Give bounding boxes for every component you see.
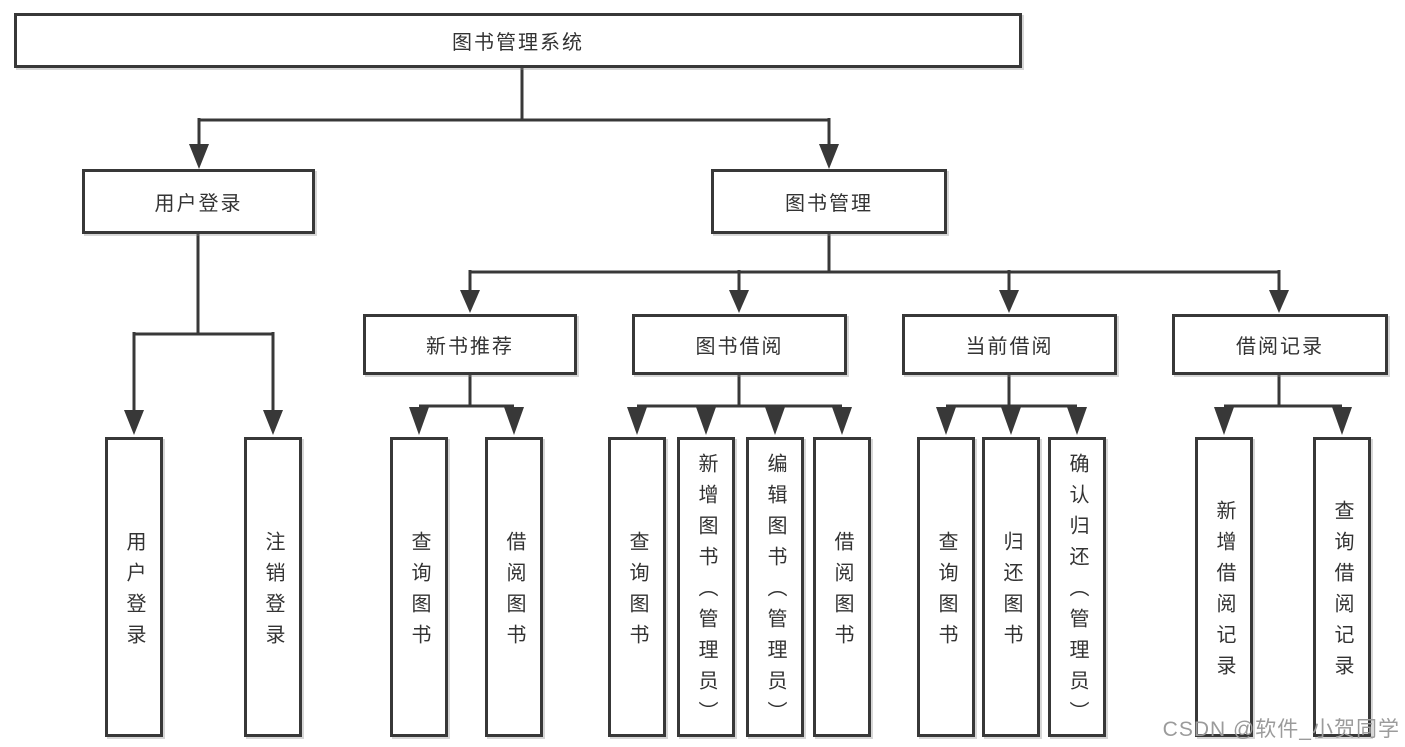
leaf-edit-book-admin: 编辑图书（管理员） <box>746 437 804 737</box>
leaf-query-books-current: 查询图书 <box>917 437 975 737</box>
leaf-borrow-books-recommend: 借阅图书 <box>485 437 543 737</box>
node-new-book-recommendation: 新书推荐 <box>363 314 577 375</box>
leaf-return-books: 归还图书 <box>982 437 1040 737</box>
node-current-borrowing: 当前借阅 <box>902 314 1117 375</box>
node-root-book-management-system: 图书管理系统 <box>14 13 1022 68</box>
leaf-label: 查询图书 <box>626 530 648 655</box>
leaf-label: 注销登录 <box>262 530 284 655</box>
leaf-label: 用户登录 <box>123 530 145 655</box>
leaf-label: 借阅图书 <box>503 530 525 655</box>
leaf-label: 新增借阅记录 <box>1213 499 1235 686</box>
leaf-label: 编辑图书（管理员） <box>764 453 786 732</box>
leaf-label: 确认归还（管理员） <box>1066 453 1088 732</box>
leaf-label: 新增图书（管理员） <box>695 453 717 732</box>
leaf-query-books-recommend: 查询图书 <box>390 437 448 737</box>
leaf-add-book-admin: 新增图书（管理员） <box>677 437 735 737</box>
node-book-borrowing: 图书借阅 <box>632 314 847 375</box>
node-book-management: 图书管理 <box>711 169 947 234</box>
leaf-label: 查询借阅记录 <box>1331 499 1353 686</box>
node-borrowing-records: 借阅记录 <box>1172 314 1388 375</box>
leaf-user-login: 用户登录 <box>105 437 163 737</box>
leaf-label: 查询图书 <box>935 530 957 655</box>
leaf-logout: 注销登录 <box>244 437 302 737</box>
leaf-add-borrow-record: 新增借阅记录 <box>1195 437 1253 737</box>
leaf-label: 借阅图书 <box>831 530 853 655</box>
leaf-confirm-return-admin: 确认归还（管理员） <box>1048 437 1106 737</box>
leaf-label: 归还图书 <box>1000 530 1022 655</box>
leaf-borrow-books: 借阅图书 <box>813 437 871 737</box>
node-user-login: 用户登录 <box>82 169 315 234</box>
leaf-query-borrow-record: 查询借阅记录 <box>1313 437 1371 737</box>
leaf-label: 查询图书 <box>408 530 430 655</box>
leaf-query-books-borrow: 查询图书 <box>608 437 666 737</box>
